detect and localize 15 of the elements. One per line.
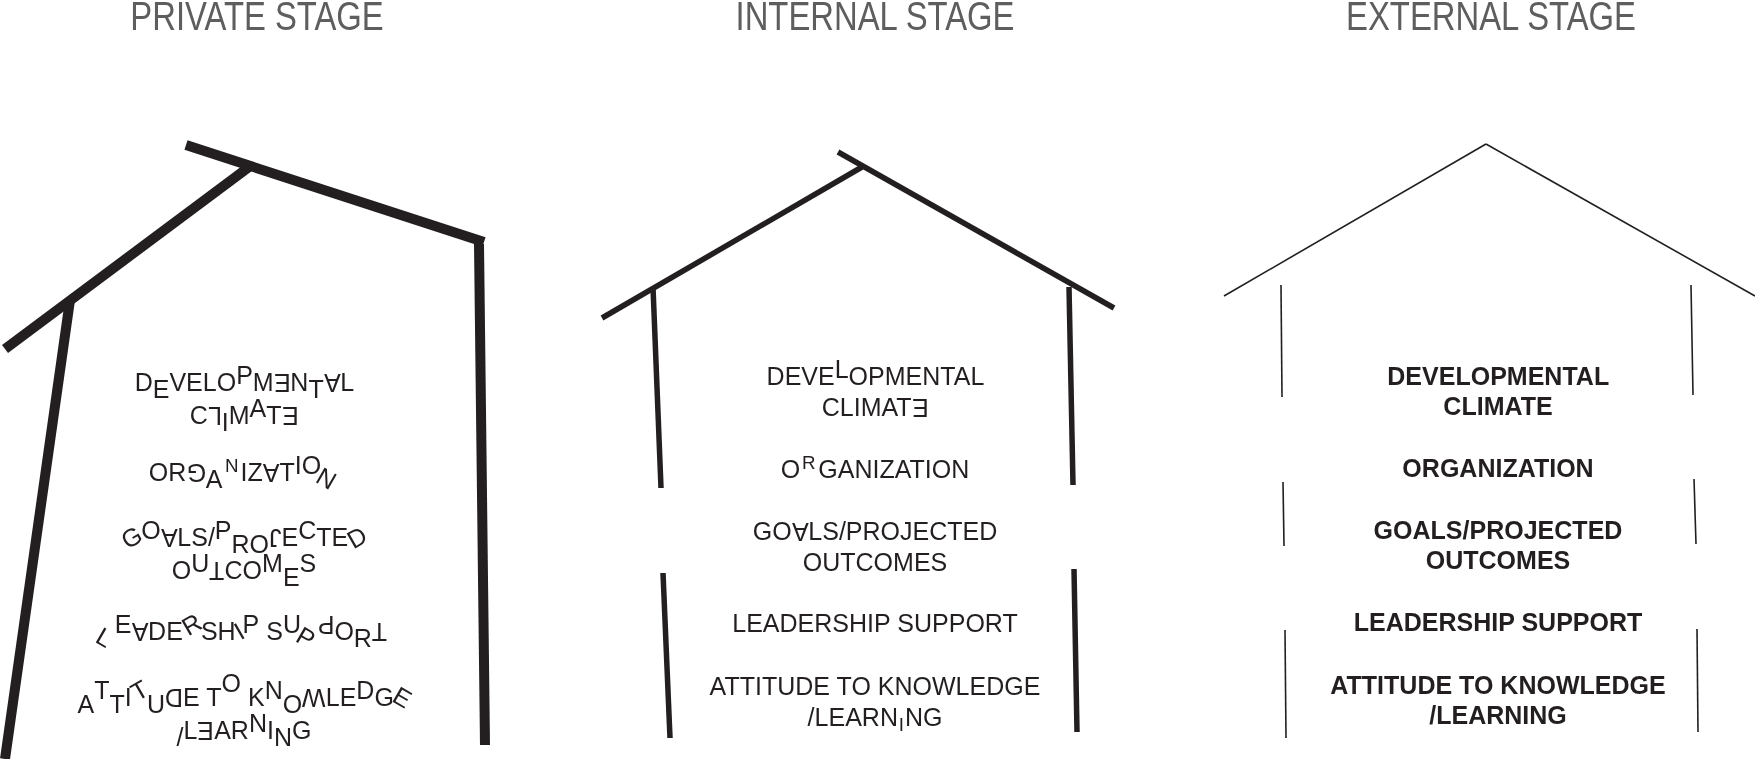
factor-label: DEVELOPMENTAL CLIMATE bbox=[133, 359, 355, 438]
factor-label: ATTITUDE TO KNOWLEDGE /LEARNING bbox=[76, 668, 418, 753]
factor-label: LEADERSHIP SUPPORT bbox=[1353, 607, 1643, 637]
factor-label: LEADERSHIP SUPPORT bbox=[731, 607, 1019, 639]
factor-label: ORGANIZATION bbox=[1402, 453, 1594, 483]
factor-label: LEADERSHIP SUPPORT bbox=[90, 605, 389, 655]
factor-label: GOALS/PROJECTED OUTCOMES bbox=[751, 515, 999, 578]
stage-title: INTERNAL STAGE bbox=[735, 0, 1015, 36]
factor-label: GOALS/PROJECTED OUTCOMES bbox=[1372, 515, 1624, 575]
factor-label: ATTITUDE TO KNOWLEDGE /LEARNING bbox=[1329, 670, 1667, 730]
stage-title: EXTERNAL STAGE bbox=[1346, 0, 1636, 36]
stage-title: PRIVATE STAGE bbox=[130, 0, 384, 36]
factor-label: DEVELOPMENTAL CLIMATE bbox=[1386, 361, 1610, 421]
factor-label: GOALS/PROJECTED OUTCOMES bbox=[114, 514, 373, 593]
factor-label: DEVELOPMENTAL CLIMATE bbox=[765, 356, 985, 424]
